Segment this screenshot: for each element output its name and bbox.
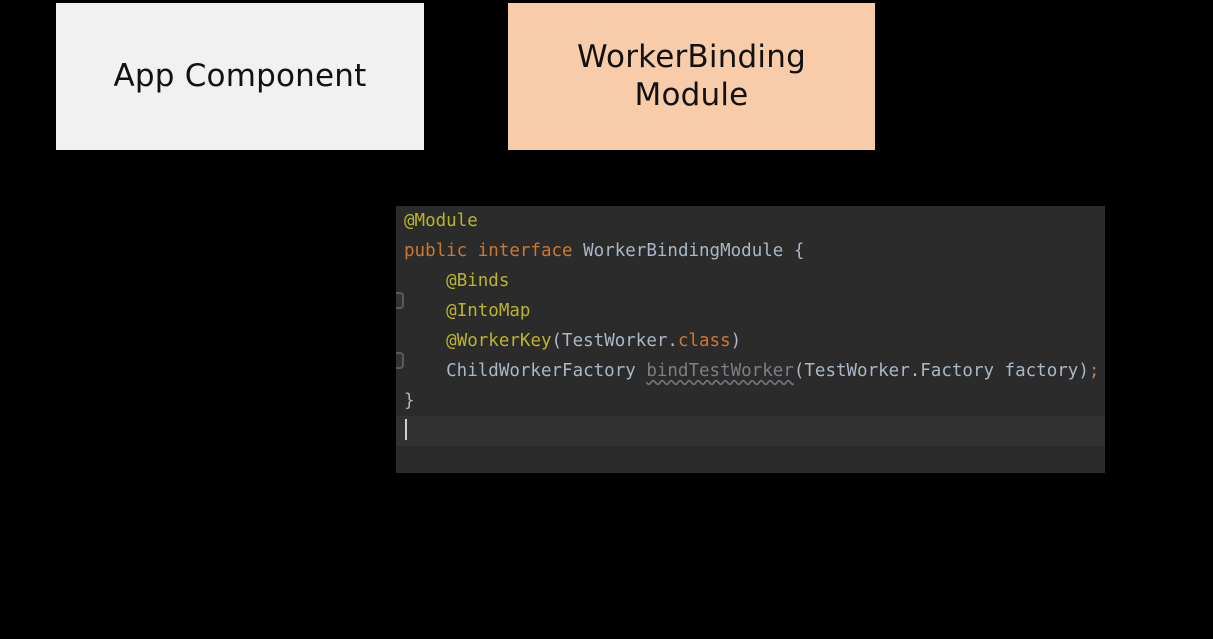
code-token-annotation: @Module bbox=[404, 211, 478, 231]
code-editor-gutter[interactable] bbox=[396, 206, 407, 473]
code-token-annotation: @WorkerKey bbox=[446, 331, 552, 351]
code-line[interactable]: @WorkerKey(TestWorker.class) bbox=[396, 326, 1105, 356]
code-token-plain: ) bbox=[730, 331, 742, 351]
diagram-node-worker-binding-module-label: WorkerBinding Module bbox=[577, 38, 806, 113]
code-token-plain: (TestWorker. bbox=[551, 331, 678, 351]
diagram-node-worker-binding-module[interactable]: WorkerBinding Module bbox=[508, 3, 875, 150]
code-line[interactable]: } bbox=[396, 386, 1105, 416]
code-token-plain: ChildWorkerFactory bbox=[404, 361, 647, 381]
implemented-method-marker-icon[interactable] bbox=[396, 352, 404, 369]
diagram-node-app-component[interactable]: App Component bbox=[56, 3, 424, 150]
code-token-plain: } bbox=[404, 391, 415, 411]
text-caret bbox=[405, 419, 407, 440]
code-editor-bottom-strip bbox=[396, 460, 1105, 473]
code-line[interactable]: @Module bbox=[396, 206, 1105, 236]
code-line[interactable]: @Binds bbox=[396, 266, 1105, 296]
code-line[interactable] bbox=[396, 416, 1105, 446]
code-editor-panel[interactable]: @Module public interface WorkerBindingMod… bbox=[396, 206, 1105, 473]
code-token-plain: (TestWorker.Factory factory) bbox=[793, 361, 1089, 381]
code-line[interactable]: ChildWorkerFactory bindTestWorker(TestWo… bbox=[396, 356, 1105, 386]
code-token-method: bindTestWorker bbox=[646, 361, 794, 381]
code-token-semi: ; bbox=[1088, 361, 1100, 381]
code-token-plain bbox=[404, 271, 446, 291]
code-token-annotation: @IntoMap bbox=[446, 301, 531, 321]
code-line[interactable]: @IntoMap bbox=[396, 296, 1105, 326]
code-token-plain bbox=[404, 301, 446, 321]
code-token-keyword: class bbox=[677, 331, 731, 351]
code-editor-lines[interactable]: @Module public interface WorkerBindingMod… bbox=[396, 206, 1105, 473]
code-token-annotation: @Binds bbox=[446, 271, 510, 291]
code-token-plain: WorkerBindingModule { bbox=[583, 241, 805, 261]
implemented-method-marker-icon[interactable] bbox=[396, 292, 404, 309]
code-line[interactable]: public interface WorkerBindingModule { bbox=[396, 236, 1105, 266]
code-token-plain bbox=[404, 331, 446, 351]
code-token-keyword: public interface bbox=[404, 241, 584, 261]
diagram-node-app-component-label: App Component bbox=[113, 57, 367, 94]
